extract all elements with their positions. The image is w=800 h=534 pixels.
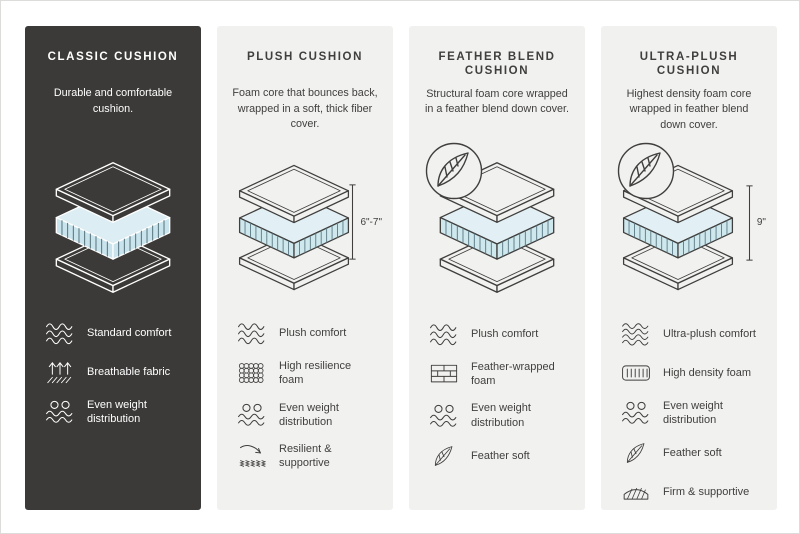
card-title: CLASSIC CUSHION xyxy=(47,51,179,63)
card-description: Durable and comfortable cushion. xyxy=(53,87,173,115)
feature-label: Even weight distribution xyxy=(471,402,531,429)
comfort-waves-icon xyxy=(237,320,267,346)
feather-wrapped-foam-icon xyxy=(429,361,459,387)
feather-badge-icon xyxy=(616,141,676,201)
high-density-foam-icon xyxy=(621,360,651,386)
feature-item: Standard comfort xyxy=(44,320,186,346)
card-description: Foam core that bounces back, wrapped in … xyxy=(232,87,378,131)
feature-item: Even weight distribution xyxy=(428,401,570,430)
card-plush-cushion: PLUSH CUSHION Foam core that bounces bac… xyxy=(217,26,393,510)
feature-item: Even weight distribution xyxy=(236,401,378,430)
height-dimension: 9" xyxy=(745,185,766,261)
feather-icon xyxy=(429,443,459,469)
feature-label: Feather soft xyxy=(663,447,722,460)
card-ultra-plush-cushion: ULTRA-PLUSH CUSHION Highest density foam… xyxy=(601,26,777,510)
even-weight-icon xyxy=(621,400,651,426)
layered-cushion-icon xyxy=(42,159,184,296)
cushion-illustration xyxy=(424,139,570,317)
dimension-label: 9" xyxy=(756,217,766,229)
card-classic-cushion: CLASSIC CUSHION Durable and comfortable … xyxy=(25,26,201,510)
even-weight-icon xyxy=(45,399,75,425)
firm-supportive-icon xyxy=(621,479,651,505)
feature-list: Plush comfort High resilience foam Even … xyxy=(232,320,378,471)
feature-list: Ultra-plush comfort High density foam Ev… xyxy=(616,321,762,506)
feature-label: Ultra-plush comfort xyxy=(663,327,756,340)
card-description: Highest density foam core wrapped in fea… xyxy=(626,87,752,132)
cushion-illustration xyxy=(40,138,186,316)
card-title: PLUSH CUSHION xyxy=(246,51,363,63)
resilient-spring-icon xyxy=(237,443,267,469)
card-title: ULTRA-PLUSH CUSHION xyxy=(639,51,739,78)
dimension-line-icon xyxy=(348,184,357,260)
feature-list: Standard comfort Breathable fabric Even … xyxy=(40,320,186,427)
feature-label: Firm & supportive xyxy=(663,486,750,499)
feature-label: Breathable fabric xyxy=(87,365,171,378)
feature-label: High density foam xyxy=(663,366,752,379)
feature-item: Breathable fabric xyxy=(44,359,186,385)
comfort-waves-icon xyxy=(45,320,75,346)
feature-label: Even weight distribution xyxy=(279,401,339,428)
feature-item: Plush comfort xyxy=(428,321,570,347)
feature-item: Firm & supportive xyxy=(620,479,762,505)
breathable-fabric-icon xyxy=(45,359,75,385)
feature-list: Plush comfort Feather-wrapped foam Even … xyxy=(424,321,570,469)
feature-label: High resilience foam xyxy=(279,360,352,387)
feature-item: Even weight distribution xyxy=(44,398,186,427)
even-weight-icon xyxy=(237,402,267,428)
feature-label: Feather-wrapped foam xyxy=(471,360,555,388)
dimension-label: 6"-7" xyxy=(360,216,382,228)
feature-item: Feather-wrapped foam xyxy=(428,360,570,389)
feature-label: Even weight distribution xyxy=(87,399,147,426)
feature-item: Plush comfort xyxy=(236,320,378,346)
feature-item: Even weight distribution xyxy=(620,399,762,428)
height-dimension: 6"-7" xyxy=(348,184,382,260)
dense-waves-icon xyxy=(621,321,651,347)
dimension-line-icon xyxy=(745,185,754,261)
feature-label: Plush comfort xyxy=(279,326,347,339)
feature-item: Feather soft xyxy=(620,440,762,466)
feather-icon xyxy=(621,440,651,466)
feather-badge-icon xyxy=(424,141,484,201)
resilience-foam-icon xyxy=(237,360,267,386)
feature-label: Resilient & supportive xyxy=(279,443,332,470)
feature-label: Feather soft xyxy=(471,449,530,462)
card-feather-blend-cushion: FEATHER BLEND CUSHION Structural foam co… xyxy=(409,26,585,510)
even-weight-icon xyxy=(429,403,459,429)
cushion-illustration: 6"-7" xyxy=(232,138,382,316)
card-title: FEATHER BLEND CUSHION xyxy=(438,51,556,78)
card-description: Structural foam core wrapped in a feathe… xyxy=(424,87,570,116)
feature-label: Plush comfort xyxy=(471,327,539,340)
feature-label: Standard comfort xyxy=(87,326,172,339)
feature-item: Resilient & supportive xyxy=(236,442,378,471)
feature-item: Ultra-plush comfort xyxy=(620,321,762,347)
comfort-waves-icon xyxy=(429,321,459,347)
feature-item: Feather soft xyxy=(428,443,570,469)
feature-label: Even weight distribution xyxy=(663,399,723,427)
cushion-illustration: 9" xyxy=(616,139,766,317)
feature-item: High density foam xyxy=(620,360,762,386)
feature-item: High resilience foam xyxy=(236,359,378,388)
layered-cushion-icon xyxy=(226,159,362,296)
